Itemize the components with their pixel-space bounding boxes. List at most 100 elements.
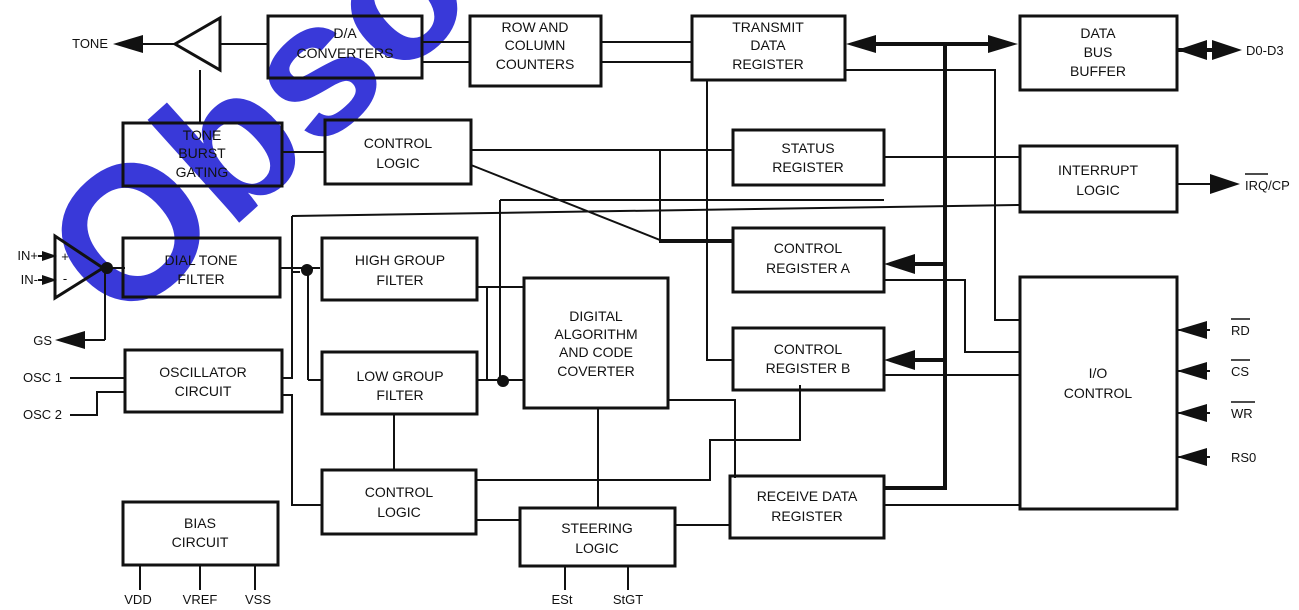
- block-label: CIRCUIT: [175, 383, 232, 399]
- amp-minus-sign: -: [63, 271, 67, 286]
- block-high-group-filter: HIGH GROUP FILTER: [320, 236, 479, 302]
- block-label: CONTROL: [365, 484, 434, 500]
- block-label: DATA: [1080, 25, 1116, 41]
- block-label: TRANSMIT: [732, 19, 804, 35]
- pin-in-minus: IN-: [21, 272, 38, 287]
- junction-dots: [101, 262, 509, 387]
- block-tone-burst-gating: TONE BURST GATING: [121, 121, 284, 188]
- block-label: GATING: [176, 164, 229, 180]
- block-label: COUNTERS: [496, 56, 575, 72]
- d0-d3-right-arrow: [1212, 40, 1242, 60]
- block-label: D/A: [333, 25, 357, 41]
- block-label: ALGORITHM: [554, 326, 637, 342]
- block-data-bus-buffer: DATA BUS BUFFER: [1018, 14, 1179, 92]
- pin-stgt: StGT: [613, 592, 643, 607]
- block-interrupt-logic: INTERRUPT LOGIC: [1018, 144, 1179, 214]
- block-control-register-b: CONTROL REGISTER B: [731, 326, 886, 392]
- pin-irq-cp: IRQ/CP: [1245, 178, 1290, 193]
- tone-arrow: [113, 35, 143, 53]
- pin-osc1: OSC 1: [23, 370, 62, 385]
- block-label: I/O: [1089, 365, 1108, 381]
- block-transmit-data-register: TRANSMIT DATA REGISTER: [690, 14, 847, 82]
- block-label: CIRCUIT: [172, 534, 229, 550]
- ctrl-reg-b-arrow: [884, 350, 915, 370]
- block-label: REGISTER: [771, 508, 843, 524]
- internal-data-bus: [870, 42, 1215, 490]
- block-label: OSCILLATOR: [159, 364, 246, 380]
- block-da-converters: D/A CONVERTERS: [266, 14, 424, 80]
- bus-right-arrow: [988, 35, 1018, 53]
- rs0-arrow: [1177, 448, 1207, 466]
- block-label: CONTROL: [364, 135, 433, 151]
- block-control-register-a: CONTROL REGISTER A: [731, 226, 886, 294]
- in-plus-arrow: [42, 251, 57, 261]
- pin-tone: TONE: [72, 36, 108, 51]
- pin-vdd: VDD: [124, 592, 151, 607]
- block-label: LOGIC: [376, 155, 420, 171]
- block-label: REGISTER: [772, 159, 844, 175]
- block-digital-algorithm: DIGITAL ALGORITHM AND CODE COVERTER: [522, 276, 670, 410]
- block-label: LOGIC: [1076, 182, 1120, 198]
- block-label: COLUMN: [505, 37, 566, 53]
- wr-arrow: [1177, 404, 1207, 422]
- block-label: BIAS: [184, 515, 216, 531]
- pin-d0-d3: D0-D3: [1246, 43, 1284, 58]
- amp-plus-sign: +: [61, 249, 69, 264]
- cs-arrow: [1177, 362, 1207, 380]
- block-bias-circuit: BIAS CIRCUIT: [121, 500, 280, 567]
- ctrl-reg-a-arrow: [884, 254, 915, 274]
- tone-amplifier: [172, 15, 222, 73]
- block-control-logic-bottom: CONTROL LOGIC: [320, 468, 478, 536]
- block-label: BUS: [1084, 44, 1113, 60]
- pin-rd: RD: [1231, 323, 1250, 338]
- pin-vss: VSS: [245, 592, 271, 607]
- block-row-column-counters: ROW AND COLUMN COUNTERS: [468, 14, 603, 88]
- bus-left-arrow: [846, 35, 876, 53]
- d0-d3-left-arrow: [1177, 40, 1207, 60]
- block-label: LOGIC: [575, 540, 619, 556]
- block-receive-data-register: RECEIVE DATA REGISTER: [728, 474, 886, 540]
- pin-osc2: OSC 2: [23, 407, 62, 422]
- block-dial-tone-filter: DIAL TONE FILTER: [121, 236, 282, 299]
- in-minus-arrow: [42, 275, 57, 285]
- pin-vref: VREF: [183, 592, 218, 607]
- block-label: CONTROL: [774, 240, 843, 256]
- block-label: FILTER: [177, 271, 224, 287]
- block-label: AND CODE: [559, 344, 633, 360]
- block-label: COVERTER: [557, 363, 635, 379]
- block-label: STEERING: [561, 520, 633, 536]
- block-control-logic-top: CONTROL LOGIC: [323, 118, 473, 186]
- block-label: CONTROL: [1064, 385, 1133, 401]
- pin-est: ESt: [552, 592, 573, 607]
- block-label: HIGH GROUP: [355, 252, 445, 268]
- block-label: REGISTER A: [766, 260, 851, 276]
- block-label: DATA: [750, 37, 786, 53]
- block-label: RECEIVE DATA: [757, 488, 858, 504]
- block-status-register: STATUS REGISTER: [731, 128, 886, 187]
- gs-arrow: [55, 331, 85, 349]
- pin-in-plus: IN+: [17, 248, 38, 263]
- block-label: BURST: [178, 145, 226, 161]
- block-label: FILTER: [376, 272, 423, 288]
- pin-cs: CS: [1231, 364, 1249, 379]
- block-oscillator-circuit: OSCILLATOR CIRCUIT: [123, 348, 284, 414]
- block-io-control: I/O CONTROL: [1018, 275, 1179, 511]
- pin-wr: WR: [1231, 406, 1253, 421]
- block-label: INTERRUPT: [1058, 162, 1139, 178]
- block-label: LOW GROUP: [356, 368, 443, 384]
- rd-arrow: [1177, 321, 1207, 339]
- block-low-group-filter: LOW GROUP FILTER: [320, 350, 479, 416]
- block-label: CONTROL: [774, 341, 843, 357]
- block-label: REGISTER B: [766, 360, 851, 376]
- block-label: STATUS: [781, 140, 834, 156]
- block-label: DIAL TONE: [165, 252, 238, 268]
- wires: [38, 41, 1210, 590]
- input-amplifier: [53, 233, 106, 301]
- block-label: DIGITAL: [569, 308, 623, 324]
- pin-gs: GS: [33, 333, 52, 348]
- block-label: BUFFER: [1070, 63, 1126, 79]
- block-label: CONVERTERS: [297, 45, 394, 61]
- arrowheads: [42, 35, 1242, 466]
- block-label: REGISTER: [732, 56, 804, 72]
